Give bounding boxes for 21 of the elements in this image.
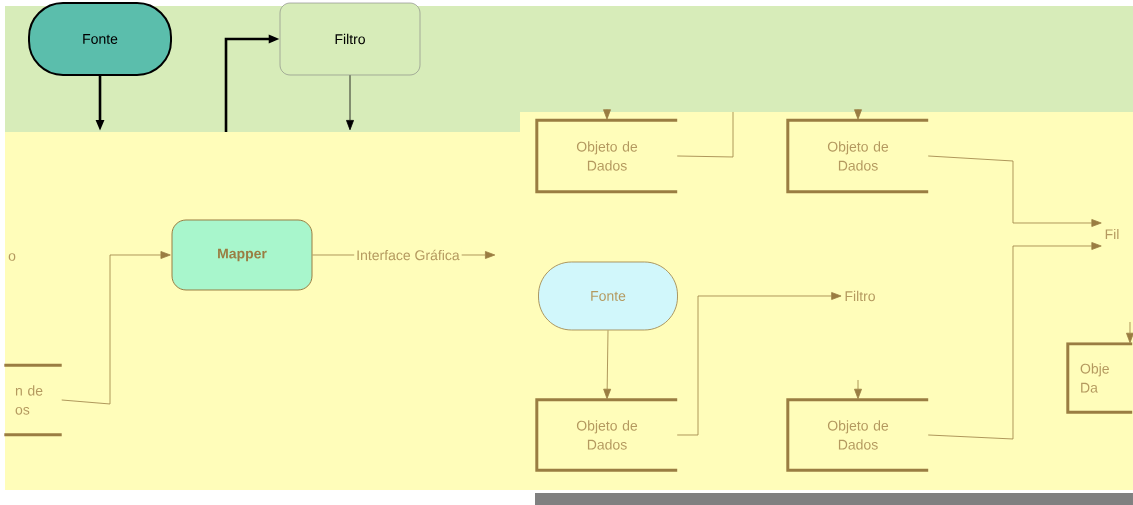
data-store: Objeto de Dados: [535, 118, 678, 194]
node-label: Fil: [1105, 228, 1119, 240]
arrow: [927, 242, 1102, 440]
data-store: Objeto de Dados: [786, 398, 929, 472]
process-box: Mapper: [171, 219, 313, 291]
data-store: Obje Da: [1066, 342, 1133, 414]
arrow: [854, 379, 862, 399]
arrow: [854, 109, 862, 120]
arrow: [927, 155, 1102, 227]
arrow: [603, 330, 612, 399]
data-store: Objeto de Dados: [786, 118, 929, 194]
arrow: [676, 292, 842, 436]
arrow: [61, 251, 171, 405]
arrow: [346, 74, 354, 131]
node-label: Filtro: [845, 290, 875, 302]
arrow: [1126, 321, 1133, 343]
node-label: o: [8, 253, 16, 261]
data-store: Objeto de Dados: [535, 398, 678, 472]
arrow: [603, 109, 611, 120]
data-store: n de os: [2, 363, 64, 437]
process-box: Filtro: [279, 2, 421, 76]
